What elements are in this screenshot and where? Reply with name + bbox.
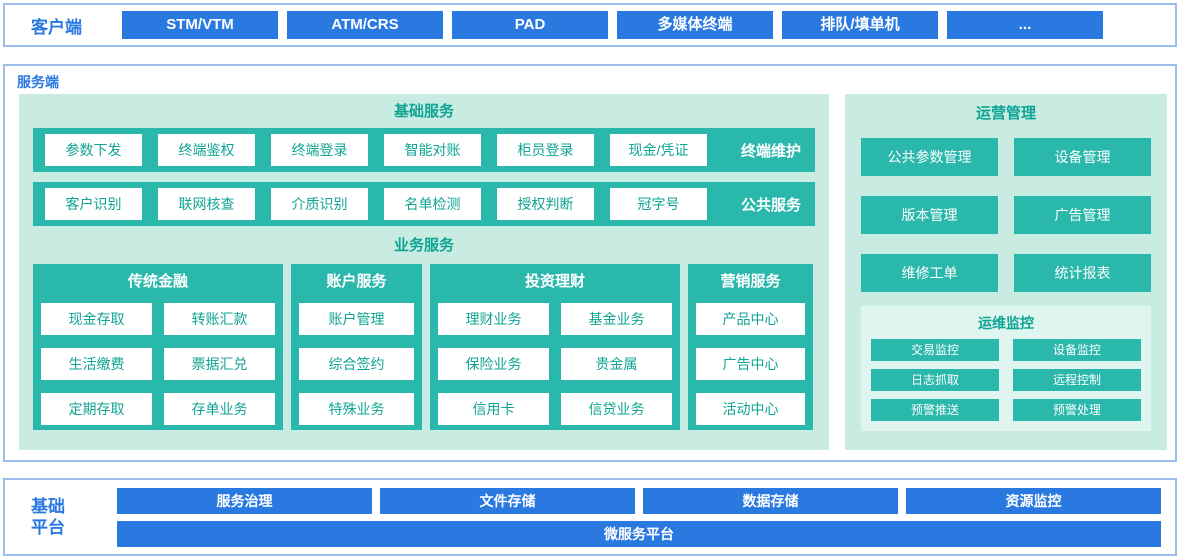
platform-row: 服务治理 文件存储 数据存储 资源监控 bbox=[117, 487, 1161, 514]
platform-resource-monitor[interactable]: 资源监控 bbox=[906, 487, 1161, 514]
group-traditional-finance: 传统金融 现金存取 转账汇款 生活缴费 票据汇兑 定期存取 存单业务 bbox=[33, 264, 283, 430]
client-label: 客户端 bbox=[31, 17, 82, 37]
platform-service-governance[interactable]: 服务治理 bbox=[117, 487, 372, 514]
service-credit-business[interactable]: 信贷业务 bbox=[561, 393, 672, 425]
group-account-services-title: 账户服务 bbox=[326, 273, 387, 290]
ops-public-param-management[interactable]: 公共参数管理 bbox=[861, 138, 998, 176]
platform-section: 基础平台 服务治理 文件存储 数据存储 资源监控 微服务平台 bbox=[3, 478, 1177, 556]
client-item-pad[interactable]: PAD bbox=[452, 11, 608, 39]
terminal-maintenance-strip: 参数下发 终端鉴权 终端登录 智能对账 柜员登录 现金/凭证 终端维护 bbox=[33, 128, 815, 172]
service-product-center[interactable]: 产品中心 bbox=[696, 303, 805, 335]
service-account-management[interactable]: 账户管理 bbox=[299, 303, 414, 335]
service-transfer-remittance[interactable]: 转账汇款 bbox=[164, 303, 275, 335]
service-wealth-management[interactable]: 理财业务 bbox=[438, 303, 549, 335]
group-account-services-grid: 账户管理 综合签约 特殊业务 bbox=[299, 303, 414, 425]
operations-panel: 运营管理 公共参数管理 设备管理 版本管理 广告管理 维修工单 统计报表 运维监… bbox=[845, 94, 1167, 450]
group-investment-grid: 理财业务 基金业务 保险业务 贵金属 信用卡 信贷业务 bbox=[438, 303, 672, 425]
monitor-device[interactable]: 设备监控 bbox=[1013, 339, 1141, 361]
service-terminal-auth[interactable]: 终端鉴权 bbox=[158, 134, 255, 166]
service-certificate-deposit[interactable]: 存单业务 bbox=[164, 393, 275, 425]
group-traditional-finance-title: 传统金融 bbox=[127, 273, 188, 290]
platform-label: 基础平台 bbox=[31, 496, 65, 537]
ops-statistical-report[interactable]: 统计报表 bbox=[1014, 254, 1151, 292]
client-section: 客户端 STM/VTM ATM/CRS PAD 多媒体终端 排队/填单机 ... bbox=[3, 3, 1177, 47]
service-activity-center[interactable]: 活动中心 bbox=[696, 393, 805, 425]
service-media-identify[interactable]: 介质识别 bbox=[271, 188, 368, 220]
server-section: 服务端 基础服务 参数下发 终端鉴权 终端登录 智能对账 柜员登录 现金/凭证 … bbox=[3, 64, 1177, 462]
business-services-title: 业务服务 bbox=[393, 237, 454, 254]
operations-grid: 公共参数管理 设备管理 版本管理 广告管理 维修工单 统计报表 bbox=[861, 138, 1151, 292]
service-comprehensive-signing[interactable]: 综合签约 bbox=[299, 348, 414, 380]
platform-microservice-bar[interactable]: 微服务平台 bbox=[117, 520, 1161, 547]
monitor-alert-push[interactable]: 预警推送 bbox=[871, 399, 999, 421]
ops-device-management[interactable]: 设备管理 bbox=[1014, 138, 1151, 176]
group-marketing: 营销服务 产品中心 广告中心 活动中心 bbox=[688, 264, 813, 430]
public-services-label: 公共服务 bbox=[740, 196, 801, 214]
ops-ad-management[interactable]: 广告管理 bbox=[1014, 196, 1151, 234]
service-param-dispatch[interactable]: 参数下发 bbox=[45, 134, 142, 166]
server-label: 服务端 bbox=[17, 74, 59, 90]
service-precious-metal[interactable]: 贵金属 bbox=[561, 348, 672, 380]
group-marketing-title: 营销服务 bbox=[720, 273, 781, 290]
monitor-transaction[interactable]: 交易监控 bbox=[871, 339, 999, 361]
platform-file-storage[interactable]: 文件存储 bbox=[380, 487, 635, 514]
services-panel: 基础服务 参数下发 终端鉴权 终端登录 智能对账 柜员登录 现金/凭证 终端维护… bbox=[19, 94, 829, 450]
service-terminal-login[interactable]: 终端登录 bbox=[271, 134, 368, 166]
service-customer-identify[interactable]: 客户识别 bbox=[45, 188, 142, 220]
service-ad-center[interactable]: 广告中心 bbox=[696, 348, 805, 380]
service-living-payment[interactable]: 生活缴费 bbox=[41, 348, 152, 380]
ops-repair-work-order[interactable]: 维修工单 bbox=[861, 254, 998, 292]
client-item-multimedia-terminal[interactable]: 多媒体终端 bbox=[617, 11, 773, 39]
monitor-log-capture[interactable]: 日志抓取 bbox=[871, 369, 999, 391]
service-teller-login[interactable]: 柜员登录 bbox=[497, 134, 594, 166]
service-authorization-judge[interactable]: 授权判断 bbox=[497, 188, 594, 220]
client-item-queue-form-machine[interactable]: 排队/填单机 bbox=[782, 11, 938, 39]
client-items: STM/VTM ATM/CRS PAD 多媒体终端 排队/填单机 ... bbox=[122, 11, 1103, 39]
group-account-services: 账户服务 账户管理 综合签约 特殊业务 bbox=[291, 264, 422, 430]
ops-version-management[interactable]: 版本管理 bbox=[861, 196, 998, 234]
service-smart-reconciliation[interactable]: 智能对账 bbox=[384, 134, 481, 166]
business-groups: 传统金融 现金存取 转账汇款 生活缴费 票据汇兑 定期存取 存单业务 账户服务 … bbox=[33, 264, 815, 430]
platform-main: 服务治理 文件存储 数据存储 资源监控 微服务平台 bbox=[117, 487, 1161, 547]
monitor-alert-handling[interactable]: 预警处理 bbox=[1013, 399, 1141, 421]
monitor-remote-control[interactable]: 远程控制 bbox=[1013, 369, 1141, 391]
client-item-stm-vtm[interactable]: STM/VTM bbox=[122, 11, 278, 39]
base-services-title: 基础服务 bbox=[393, 103, 454, 120]
service-special-business[interactable]: 特殊业务 bbox=[299, 393, 414, 425]
platform-data-storage[interactable]: 数据存储 bbox=[643, 487, 898, 514]
service-insurance-business[interactable]: 保险业务 bbox=[438, 348, 549, 380]
monitoring-title: 运维监控 bbox=[978, 315, 1034, 331]
monitoring-grid: 交易监控 设备监控 日志抓取 远程控制 预警推送 预警处理 bbox=[871, 339, 1141, 421]
service-list-check[interactable]: 名单检测 bbox=[384, 188, 481, 220]
terminal-maintenance-label: 终端维护 bbox=[740, 142, 801, 160]
operations-title: 运营管理 bbox=[975, 105, 1036, 122]
group-investment: 投资理财 理财业务 基金业务 保险业务 贵金属 信用卡 信贷业务 bbox=[430, 264, 680, 430]
group-traditional-finance-grid: 现金存取 转账汇款 生活缴费 票据汇兑 定期存取 存单业务 bbox=[41, 303, 275, 425]
service-fixed-deposit[interactable]: 定期存取 bbox=[41, 393, 152, 425]
client-item-atm-crs[interactable]: ATM/CRS bbox=[287, 11, 443, 39]
service-fund-business[interactable]: 基金业务 bbox=[561, 303, 672, 335]
service-cash-deposit-withdraw[interactable]: 现金存取 bbox=[41, 303, 152, 335]
service-network-check[interactable]: 联网核查 bbox=[158, 188, 255, 220]
client-item-more[interactable]: ... bbox=[947, 11, 1103, 39]
service-cash-voucher[interactable]: 现金/凭证 bbox=[610, 134, 707, 166]
group-investment-title: 投资理财 bbox=[524, 273, 585, 290]
service-crown-number[interactable]: 冠字号 bbox=[610, 188, 707, 220]
group-marketing-grid: 产品中心 广告中心 活动中心 bbox=[696, 303, 805, 425]
public-services-strip: 客户识别 联网核查 介质识别 名单检测 授权判断 冠字号 公共服务 bbox=[33, 182, 815, 226]
service-credit-card[interactable]: 信用卡 bbox=[438, 393, 549, 425]
monitoring-panel: 运维监控 交易监控 设备监控 日志抓取 远程控制 预警推送 预警处理 bbox=[861, 306, 1151, 431]
service-bill-exchange[interactable]: 票据汇兑 bbox=[164, 348, 275, 380]
